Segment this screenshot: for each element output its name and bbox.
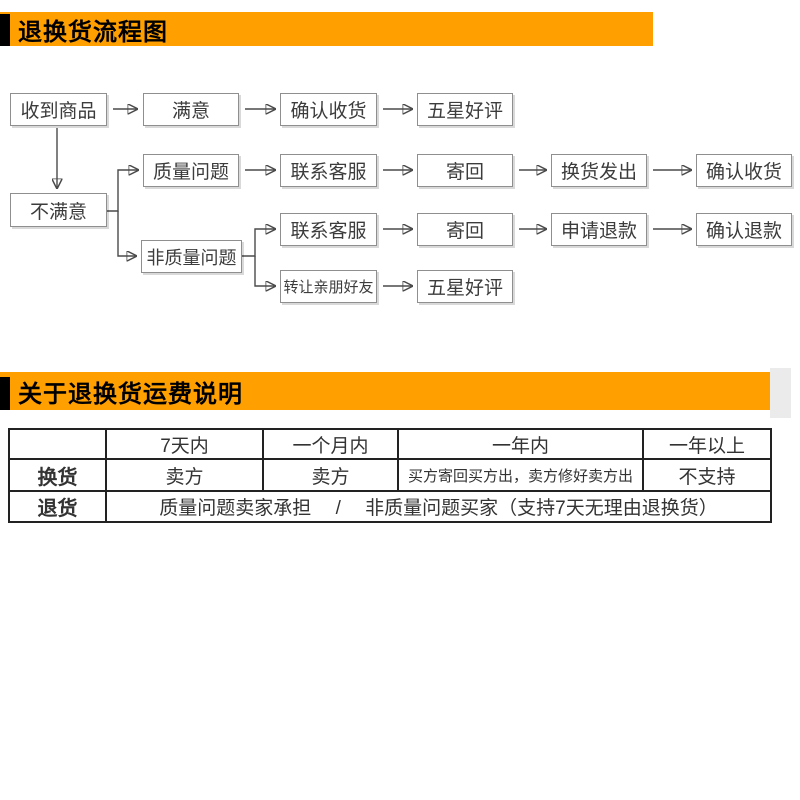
exchange-7days: 卖方: [105, 458, 264, 492]
flow-box-five-star-top: 五星好评: [417, 93, 513, 126]
arrow-unsatisfied-quality: [105, 170, 138, 212]
return-label: 退货: [8, 490, 107, 523]
flow-box-transfer-friends: 转让亲朋好友: [280, 270, 377, 303]
arrow-nonquality-transfer: [254, 256, 275, 286]
flow-box-confirm-refund: 确认退款: [696, 213, 792, 246]
flow-box-contact-service-refund: 联系客服: [280, 213, 377, 246]
arrow-nonquality-contact: [240, 229, 275, 257]
header-one-month: 一个月内: [262, 428, 399, 460]
flow-title-banner: 退换货流程图: [0, 12, 653, 46]
header-7days: 7天内: [105, 428, 264, 460]
table-row-return: 退货 质量问题卖家承担 / 非质量问题买家（支持7天无理由退换货）: [8, 490, 772, 523]
flow-box-confirm-receipt-exchange: 确认收货: [696, 154, 792, 187]
scrollbar-artifact: [770, 368, 791, 418]
flow-box-five-star-bottom: 五星好评: [417, 270, 513, 303]
header-over-year: 一年以上: [642, 428, 772, 460]
arrow-unsatisfied-nonquality: [117, 211, 136, 256]
exchange-one-month: 卖方: [262, 458, 399, 492]
flow-box-received: 收到商品: [10, 93, 107, 126]
header-empty: [8, 428, 107, 460]
banner-accent-bar: [0, 14, 10, 46]
flow-box-satisfied: 满意: [143, 93, 239, 126]
flow-box-exchange-sent: 换货发出: [551, 154, 647, 187]
flow-box-non-quality-issue: 非质量问题: [141, 240, 242, 273]
exchange-one-year: 买方寄回买方出，卖方修好卖方出: [397, 458, 644, 492]
flow-box-request-refund: 申请退款: [551, 213, 647, 246]
flow-box-quality-issue: 质量问题: [143, 154, 239, 187]
return-policy: 质量问题卖家承担 / 非质量问题买家（支持7天无理由退换货）: [105, 490, 772, 523]
flow-box-send-back-exchange: 寄回: [417, 154, 513, 187]
shipping-fee-table: 7天内 一个月内 一年内 一年以上 换货 卖方 卖方 买方寄回买方出，卖方修好卖…: [8, 428, 772, 523]
exchange-label: 换货: [8, 458, 107, 492]
flow-box-contact-service-exchange: 联系客服: [280, 154, 377, 187]
flow-title: 退换货流程图: [18, 18, 168, 46]
shipping-title: 关于退换货运费说明: [18, 380, 243, 408]
shipping-title-banner: 关于退换货运费说明: [0, 372, 770, 410]
flow-box-confirm-receipt-top: 确认收货: [280, 93, 377, 126]
table-header-row: 7天内 一个月内 一年内 一年以上: [8, 428, 772, 460]
flow-box-send-back-refund: 寄回: [417, 213, 513, 246]
header-one-year: 一年内: [397, 428, 644, 460]
banner-accent-bar: [0, 377, 10, 410]
flow-box-unsatisfied: 不满意: [10, 193, 107, 227]
table-row-exchange: 换货 卖方 卖方 买方寄回买方出，卖方修好卖方出 不支持: [8, 458, 772, 492]
exchange-over-year: 不支持: [642, 458, 772, 492]
